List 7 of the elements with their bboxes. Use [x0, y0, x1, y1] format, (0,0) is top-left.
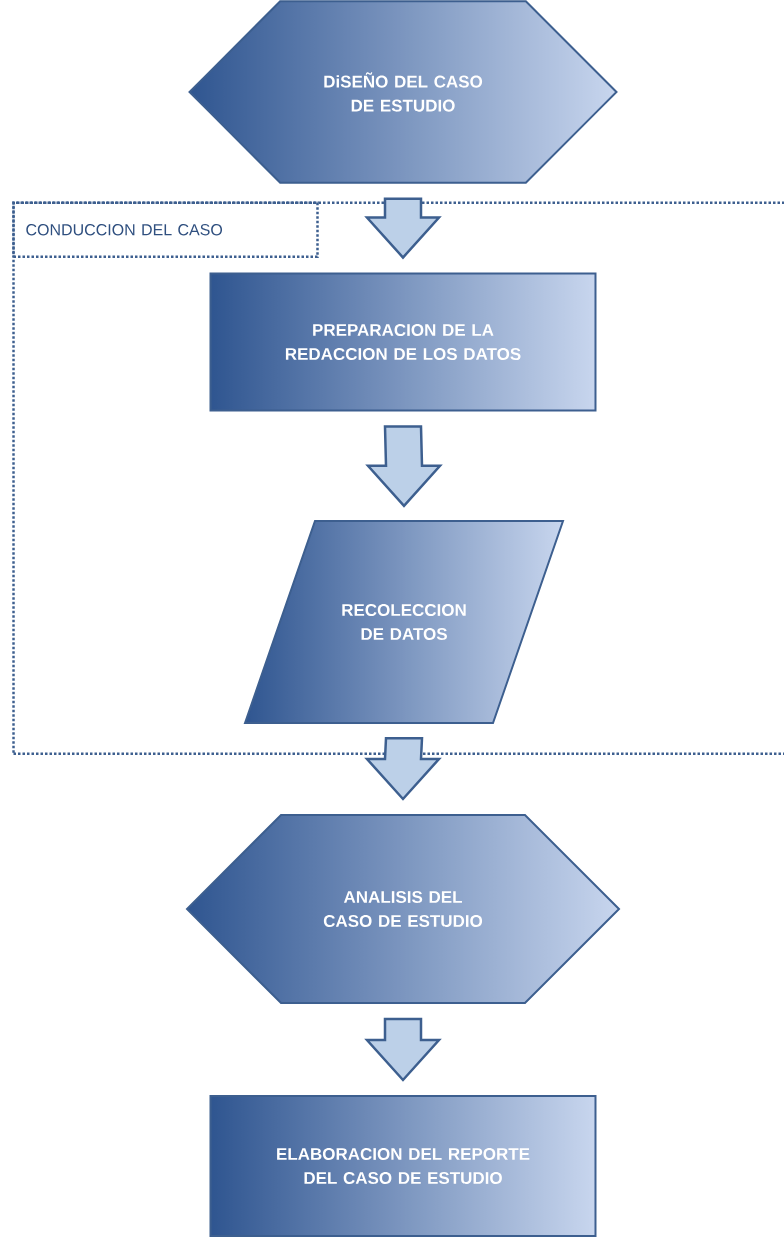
process-box: PREPARACION DE LA REDACCION DE LOS DATOS	[209, 272, 597, 412]
block-arrow	[364, 1017, 442, 1082]
block-arrow	[364, 197, 442, 260]
process-box: ELABORACION DEL REPORTE DEL CASO DE ESTUDIO	[209, 1095, 597, 1237]
hexagon-box: DiSEÑO DEL CASO DE ESTUDIO	[188, 0, 618, 184]
block-arrow	[365, 425, 443, 508]
block-arrow	[364, 736, 442, 801]
